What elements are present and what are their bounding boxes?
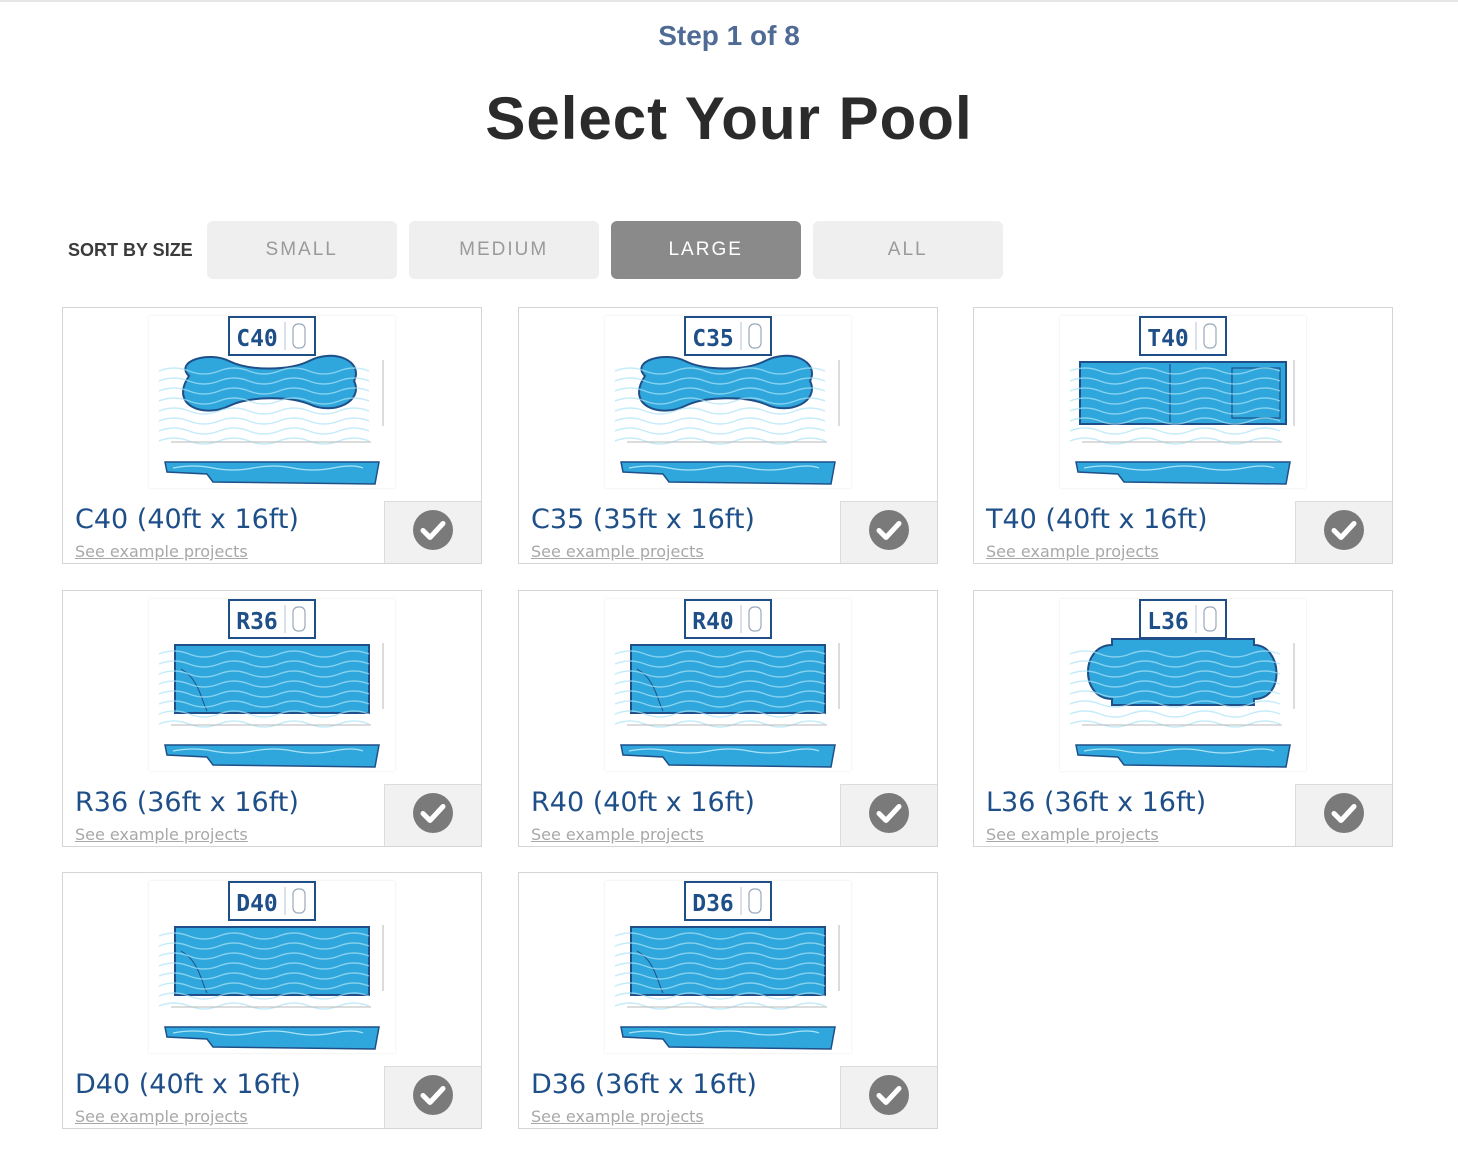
pool-code-badge: L36 [1139, 599, 1227, 639]
see-example-projects-link[interactable]: See example projects [75, 1107, 248, 1126]
check-circle-icon [1323, 509, 1365, 556]
svg-text:R40: R40 [692, 609, 734, 635]
pool-name: R36 (36ft x 16ft) [75, 787, 299, 818]
select-pool-button[interactable] [384, 1066, 481, 1128]
pool-name: L36 (36ft x 16ft) [986, 787, 1207, 818]
sort-medium-button[interactable]: MEDIUM [408, 221, 599, 279]
see-example-projects-link[interactable]: See example projects [986, 542, 1159, 561]
sort-large-button[interactable]: LARGE [610, 221, 801, 279]
pool-name: C35 (35ft x 16ft) [531, 504, 755, 535]
select-pool-button[interactable] [384, 784, 481, 846]
pool-code-badge: D36 [684, 881, 772, 921]
pool-name: D36 (36ft x 16ft) [531, 1069, 757, 1100]
pool-card-c40[interactable]: C40 C40 (40ft x 16ft) See example projec… [62, 307, 482, 564]
pool-diagram-d40: D40 [149, 881, 395, 1053]
select-pool-button[interactable] [1295, 784, 1392, 846]
pool-card-d40[interactable]: D40 D40 (40ft x 16ft) See example projec… [62, 872, 482, 1129]
pool-diagram-c35: C35 [605, 316, 851, 488]
select-pool-button[interactable] [1295, 501, 1392, 563]
check-circle-icon [868, 792, 910, 839]
see-example-projects-link[interactable]: See example projects [531, 1107, 704, 1126]
pool-name: D40 (40ft x 16ft) [75, 1069, 301, 1100]
select-pool-button[interactable] [840, 1066, 937, 1128]
pool-card-r36[interactable]: R36 R36 (36ft x 16ft) See example projec… [62, 590, 482, 847]
sort-label: SORT BY SIZE [68, 239, 193, 260]
pool-code-badge: R36 [228, 599, 316, 639]
pool-code-badge: C40 [228, 316, 316, 356]
see-example-projects-link[interactable]: See example projects [75, 825, 248, 844]
check-circle-icon [868, 1074, 910, 1121]
check-circle-icon [1323, 792, 1365, 839]
check-circle-icon [412, 1074, 454, 1121]
step-indicator: Step 1 of 8 [658, 20, 800, 51]
svg-text:D36: D36 [692, 891, 734, 917]
pool-code-badge: R40 [684, 599, 772, 639]
select-pool-button[interactable] [840, 501, 937, 563]
pool-code-badge: T40 [1139, 316, 1227, 356]
see-example-projects-link[interactable]: See example projects [986, 825, 1159, 844]
sort-all-button[interactable]: ALL [812, 221, 1003, 279]
pool-card-l36[interactable]: L36 L36 (36ft x 16ft) See example projec… [973, 590, 1393, 847]
pool-code-badge: D40 [228, 881, 316, 921]
select-pool-button[interactable] [840, 784, 937, 846]
pool-card-c35[interactable]: C35 C35 (35ft x 16ft) See example projec… [518, 307, 938, 564]
sort-small-button[interactable]: SMALL [206, 221, 397, 279]
pool-name: C40 (40ft x 16ft) [75, 504, 299, 535]
check-circle-icon [412, 509, 454, 556]
pool-card-t40[interactable]: T40 T40 (40ft x 16ft) See example projec… [973, 307, 1393, 564]
pool-name: R40 (40ft x 16ft) [531, 787, 755, 818]
pool-diagram-d36: D36 [605, 881, 851, 1053]
pool-diagram-r40: R40 [605, 599, 851, 771]
pool-name: T40 (40ft x 16ft) [986, 504, 1208, 535]
page-title: Select Your Pool [485, 85, 973, 152]
svg-text:D40: D40 [236, 891, 278, 917]
pool-diagram-r36: R36 [149, 599, 395, 771]
pool-card-r40[interactable]: R40 R40 (40ft x 16ft) See example projec… [518, 590, 938, 847]
svg-text:T40: T40 [1147, 326, 1189, 352]
sort-by-size-bar: SORT BY SIZE SMALL MEDIUM LARGE ALL [68, 221, 1015, 279]
see-example-projects-link[interactable]: See example projects [531, 542, 704, 561]
pool-diagram-c40: C40 [149, 316, 395, 488]
top-divider [0, 0, 1458, 2]
pool-diagram-l36: L36 [1060, 599, 1306, 771]
pool-diagram-t40: T40 [1060, 316, 1306, 488]
svg-text:R36: R36 [236, 609, 278, 635]
see-example-projects-link[interactable]: See example projects [531, 825, 704, 844]
pool-code-badge: C35 [684, 316, 772, 356]
svg-text:L36: L36 [1147, 609, 1189, 635]
svg-text:C35: C35 [692, 326, 734, 352]
select-pool-button[interactable] [384, 501, 481, 563]
pool-card-d36[interactable]: D36 D36 (36ft x 16ft) See example projec… [518, 872, 938, 1129]
check-circle-icon [412, 792, 454, 839]
check-circle-icon [868, 509, 910, 556]
see-example-projects-link[interactable]: See example projects [75, 542, 248, 561]
svg-text:C40: C40 [236, 326, 278, 352]
